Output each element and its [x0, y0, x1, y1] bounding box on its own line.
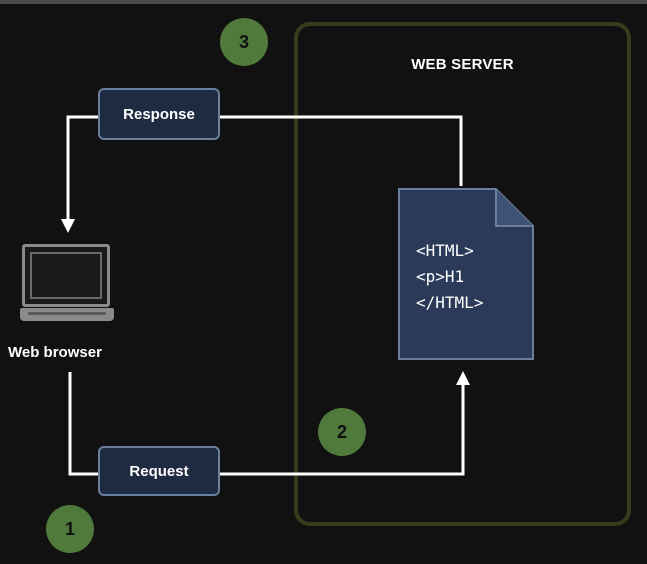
html-file-icon: <HTML> <p>H1 </HTML> [398, 188, 534, 360]
step-2-badge: 2 [318, 408, 366, 456]
laptop-screen-inner [30, 252, 102, 299]
request-arrow-path [220, 371, 470, 476]
document-shape [398, 188, 534, 360]
laptop-screen [22, 244, 110, 307]
response-arrow-path [61, 115, 98, 233]
request-pill: Request [98, 446, 220, 496]
web-server-container [294, 22, 631, 526]
code-line-1: <HTML> [416, 241, 474, 260]
laptop-keyboard-line [28, 312, 106, 315]
laptop-base [20, 308, 114, 321]
request-connector [68, 372, 98, 476]
top-border-strip [0, 0, 647, 4]
step-3-badge: 3 [220, 18, 268, 66]
code-line-3: </HTML> [416, 293, 484, 312]
web-browser-label: Web browser [8, 344, 102, 361]
laptop-icon [20, 244, 114, 322]
step-1-badge: 1 [46, 505, 94, 553]
document-code: <HTML> <p>H1 </HTML> [416, 238, 483, 316]
response-pill: Response [98, 88, 220, 140]
response-connector [220, 115, 463, 186]
web-server-title: WEB SERVER [411, 56, 514, 73]
code-line-2: <p>H1 [416, 267, 465, 286]
